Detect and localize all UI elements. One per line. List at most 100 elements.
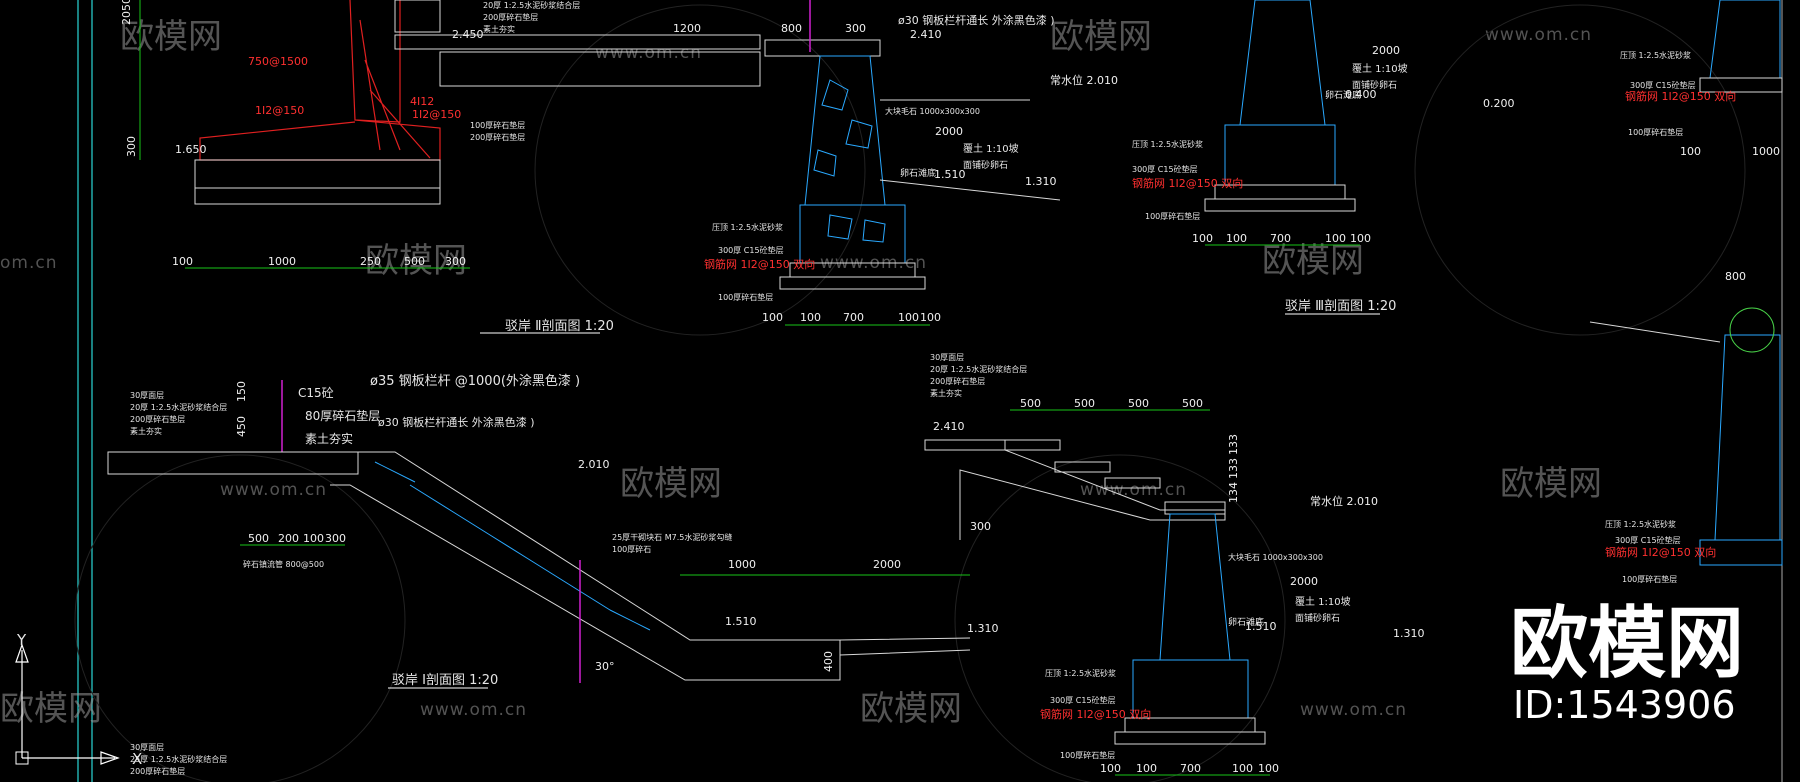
stack-label: 200厚碎石垫层 <box>483 12 538 22</box>
dim-500: 500 <box>404 255 425 268</box>
gravel-label: 100厚碎石垫层 <box>1628 127 1683 137</box>
stack-label: 30厚面层 <box>130 391 164 400</box>
dim-800: 800 <box>1725 270 1746 283</box>
dim-100: 100 <box>1136 762 1157 775</box>
elev-2450: 2.450 <box>452 28 484 41</box>
dim-100: 100 <box>1350 232 1371 245</box>
slope-label: 覆土 1:10坡 <box>1295 595 1351 608</box>
gravel-label: 100厚碎石垫层 <box>1060 750 1115 760</box>
watermark-url: www.om.cn <box>420 700 527 720</box>
dim-2000: 2000 <box>873 558 901 571</box>
pebble-label: 卵石滩底 <box>900 167 936 179</box>
elev-1510: 1.510 <box>934 168 966 181</box>
dim-1000: 1000 <box>268 255 296 268</box>
sand-label: 面铺砂卵石 <box>963 159 1008 171</box>
section-top-left: 2050 300 100 1000 250 500 300 1.650 2.45… <box>120 0 761 269</box>
rebar-label: 750@1500 <box>248 55 308 68</box>
watermark-url: om.cn <box>0 253 58 273</box>
rebar-label: 1I2@150 <box>412 108 461 121</box>
stone-label: 大块毛石 1000x300x300 <box>1228 552 1323 562</box>
dim-150: 150 <box>235 381 248 402</box>
mortar-label: 压顶 1:2.5水泥砂浆 <box>1605 519 1676 529</box>
watermark-url: www.om.cn <box>1080 480 1187 500</box>
watermark-brand: 欧模网 <box>0 689 102 729</box>
stack-label: 200厚碎石垫层 <box>930 376 985 386</box>
ucs-axis-icon: Y X <box>15 631 142 768</box>
mortar-label: 压顶 1:2.5水泥砂浆 <box>1620 50 1691 60</box>
angle-30: 30° <box>595 660 615 673</box>
dim-100: 100 <box>920 311 941 324</box>
c15-label: 300厚 C15砼垫层 <box>718 245 784 255</box>
dim-700: 700 <box>1270 232 1291 245</box>
dim-100: 100 <box>1226 232 1247 245</box>
gravel-bed <box>194 187 441 205</box>
pebble-label: 卵石滩底 <box>1325 89 1361 101</box>
pebble-label: 卵石滩底 <box>1228 616 1264 628</box>
paving-top <box>394 34 761 50</box>
rebar-label: 钢筋网 1I2@150 双向 <box>704 257 815 271</box>
railing-label: ø35 钢板栏杆 @1000(外涂黑色漆 ) <box>370 373 580 389</box>
rebar-label: 钢筋网 1I2@150 双向 <box>1625 89 1736 103</box>
pipe-label: 碎石镇流管 800@500 <box>243 559 324 569</box>
dim-2000: 2000 <box>1372 44 1400 57</box>
dim-1000: 1000 <box>1752 145 1780 158</box>
watermark-brand: 欧模网 <box>365 241 467 281</box>
railing-label: ø30 钢板栏杆通长 外涂黑色漆 ) <box>898 13 1055 27</box>
elev-1510: 1.510 <box>1245 620 1277 633</box>
dim-500: 500 <box>1074 397 1095 410</box>
stack-label: 200厚碎石垫层 <box>130 414 185 424</box>
section-right-edge: 800 压顶 1:2.5水泥砂浆 300厚 C15砼垫层 钢筋网 1I2@150… <box>1589 0 1783 584</box>
dim-2000: 2000 <box>1290 575 1318 588</box>
gravel-label: 200厚碎石垫层 <box>470 132 525 142</box>
section-top-center: 100 100 700 100 100 800 300 2.410 ø30 钢板… <box>480 0 1118 334</box>
watermark-brand: 欧模网 <box>1050 17 1152 57</box>
sand-label: 面铺砂卵石 <box>1352 79 1397 91</box>
stack-label: 素土夯实 <box>483 24 515 34</box>
stack-label: 25厚 1:2.5水泥砂浆结合层 <box>130 754 227 764</box>
section-middle-left: ø35 钢板栏杆 @1000(外涂黑色漆 ) C15砼 80厚碎石垫层 素土夯实… <box>107 373 999 776</box>
water-level: 常水位 2.010 <box>1050 73 1118 87</box>
dim-133: 133 <box>1227 434 1240 455</box>
mortar-label: 压顶 1:2.5水泥砂浆 <box>712 222 783 232</box>
dim-300: 300 <box>970 520 991 533</box>
footing-block <box>194 159 441 189</box>
railing-label: ø30 钢板栏杆通长 外涂黑色漆 ) <box>378 415 535 429</box>
riprap-base: 100厚碎石 <box>612 544 651 554</box>
x-axis-label: X <box>132 750 142 768</box>
slope-label: 覆土 1:10坡 <box>1352 62 1408 75</box>
rebar-lines <box>359 19 431 159</box>
watermark-brand: 欧模网 <box>860 689 962 729</box>
c15-label: C15砼 <box>298 386 334 400</box>
elev-2410: 2.410 <box>933 420 965 433</box>
rebar-wall <box>199 0 441 161</box>
dim-300: 300 <box>445 255 466 268</box>
elev-0400: 0.400 <box>1345 88 1377 101</box>
dim-450: 450 <box>235 416 248 437</box>
dim-100: 100 <box>1325 232 1346 245</box>
dim-800: 800 <box>781 22 802 35</box>
dim-1000: 1000 <box>728 558 756 571</box>
rebar-label: 钢筋网 1I2@150 双向 <box>1040 707 1151 721</box>
dim-100: 100 <box>898 311 919 324</box>
elev-1310: 1.310 <box>967 622 999 635</box>
stack-label: 素土夯实 <box>130 426 162 436</box>
sand-label: 面铺砂卵石 <box>1295 612 1340 624</box>
elev-0200: 0.200 <box>1483 97 1515 110</box>
dim-100: 100 <box>303 532 324 545</box>
elev-2010: 2.010 <box>578 458 610 471</box>
dim-1200: 1200 <box>673 22 701 35</box>
dim-200: 200 <box>278 532 299 545</box>
paving-base <box>439 51 761 87</box>
gravel-label: 100厚碎石垫层 <box>470 120 525 130</box>
stack-label: 20厚 1:2.5水泥砂浆结合层 <box>130 402 227 412</box>
dim-100: 100 <box>1100 762 1121 775</box>
mortar-label: 压顶 1:2.5水泥砂浆 <box>1132 139 1203 149</box>
elev-1650: 1.650 <box>175 143 207 156</box>
dim-100: 100 <box>1680 145 1701 158</box>
dim-100: 100 <box>1232 762 1253 775</box>
dim-100: 100 <box>172 255 193 268</box>
rebar-label: 钢筋网 1I2@150 双向 <box>1605 545 1716 559</box>
stack-label: 30厚面层 <box>130 743 164 752</box>
elev-2410: 2.410 <box>910 28 942 41</box>
